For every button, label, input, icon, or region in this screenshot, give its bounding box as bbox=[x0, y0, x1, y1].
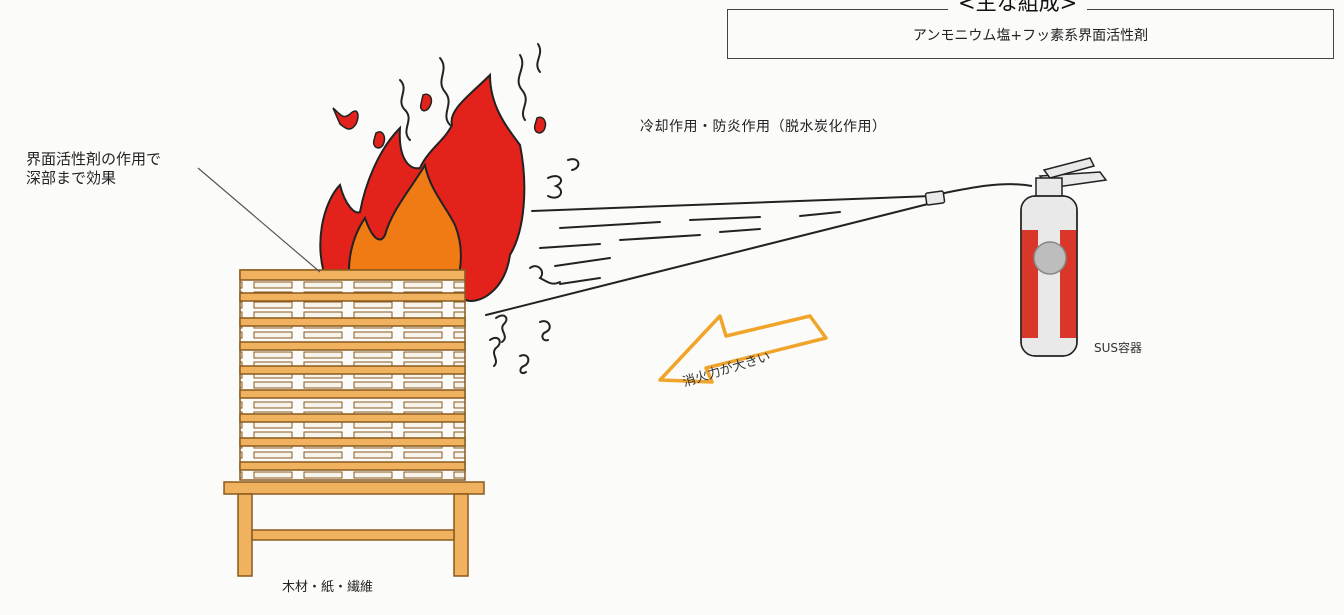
smoke-icon bbox=[399, 43, 580, 375]
arrow-icon bbox=[658, 314, 828, 384]
composition-box: <主な組成> アンモニウム塩+フッ素系界面活性剤 bbox=[727, 0, 1334, 59]
spray-stream bbox=[485, 195, 937, 316]
container-label: SUS容器 bbox=[1094, 341, 1143, 355]
wood-pile-icon bbox=[223, 269, 485, 577]
fire-icon bbox=[319, 72, 547, 304]
surfactant-effect-line2: 深部まで効果 bbox=[26, 168, 117, 187]
cooling-effect-label: 冷却作用・防炎作用（脱水炭化作用） bbox=[640, 119, 887, 135]
fire-extinguisher-icon bbox=[924, 157, 1108, 357]
composition-title: <主な組成> bbox=[948, 0, 1088, 17]
material-label: 木材・紙・繊維 bbox=[282, 580, 374, 595]
surfactant-effect-line1: 界面活性剤の作用で bbox=[26, 150, 162, 168]
composition-text: アンモニウム塩+フッ素系界面活性剤 bbox=[912, 28, 1149, 44]
surfactant-effect-label: 界面活性剤の作用で 深部まで効果 bbox=[26, 150, 161, 188]
leader-line bbox=[197, 167, 321, 273]
